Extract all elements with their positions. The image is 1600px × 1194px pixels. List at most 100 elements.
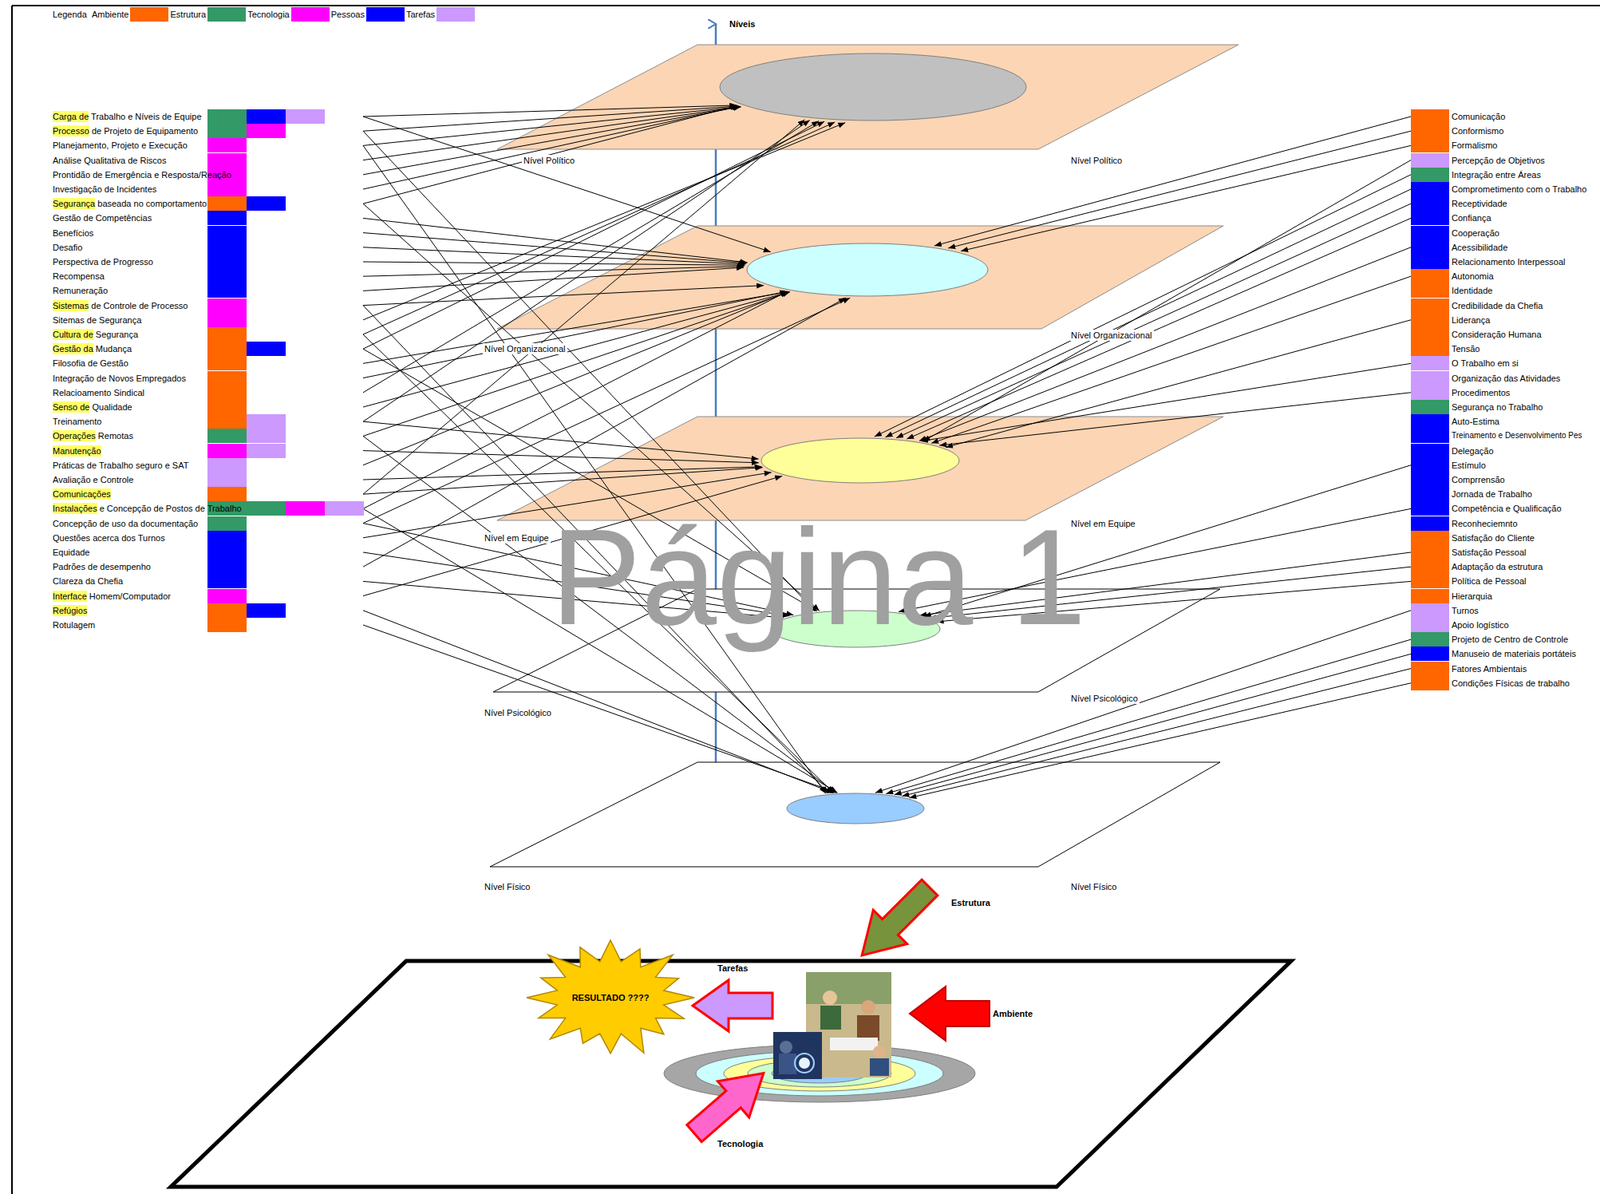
factor-label: Instalações e Concepção de Postos de Tra… [52, 501, 242, 516]
category-cell [1410, 385, 1450, 400]
level-label: Nível em Equipe [482, 532, 551, 544]
category-cell [1410, 153, 1450, 168]
category-cell [1410, 472, 1450, 487]
category-cell [207, 428, 247, 443]
watermark: Página 1 [550, 501, 1087, 653]
legend-label: Pessoas [331, 7, 365, 22]
level-label-holder: Nível Organizacional [1069, 329, 1154, 341]
category-cell [324, 501, 364, 516]
category-cell [246, 501, 286, 516]
level-label-holder: Nível Organizacional [482, 343, 568, 355]
factor-row: Procedimentos [1410, 385, 1514, 400]
factor-label: Avaliação e Controle [52, 472, 134, 487]
category-cell [1410, 138, 1450, 153]
factor-label: Manuseio de materiais portáteis [1451, 646, 1577, 661]
factor-label: Tensão [1451, 341, 1480, 356]
factor-label: Clareza da Chefia [52, 573, 123, 589]
factor-label: Padrões de desempenho [52, 559, 151, 574]
factor-row: Questões acerca dos Turnos [49, 530, 364, 546]
factor-row: Credibilidade da Chefia [1410, 298, 1546, 313]
category-cell [1410, 355, 1450, 371]
factor-row: Benefícios [49, 225, 364, 241]
factor-label: Prontidão de Emergência e Resposta/Reaçã… [52, 167, 232, 182]
factor-label: Questões acerca dos Turnos [52, 530, 166, 546]
category-cell [207, 341, 247, 356]
category-cell [207, 617, 247, 633]
factor-label: Cooperação [1451, 225, 1500, 241]
plane-outline [489, 762, 1221, 867]
factor-label: Comprrensão [1451, 472, 1506, 487]
category-cell [1410, 327, 1450, 342]
category-cell [207, 414, 247, 429]
category-cell [1410, 240, 1450, 255]
factor-row: Práticas de Trabalho seguro e SAT [49, 458, 364, 473]
factor-label: Formalismo [1451, 138, 1498, 153]
factor-row: Prontidão de Emergência e Resposta/Reaçã… [49, 167, 364, 182]
factor-row: Autonomia [1410, 268, 1498, 284]
factor-label: Relacionamento Interpessoal [1451, 254, 1565, 269]
legend-entry: Pessoas [331, 7, 405, 22]
category-cell [1410, 109, 1450, 124]
factor-row: Delegação [1410, 443, 1498, 459]
category-cell [1410, 573, 1450, 589]
factor-row: Segurança no Trabalho [1410, 399, 1546, 415]
tecnologia-arrow [678, 1054, 779, 1152]
factor-row: Liderança [1410, 312, 1494, 328]
factor-label: Receptividade [1451, 196, 1508, 211]
category-cell [1410, 210, 1450, 226]
factor-row: Satisfação do Cliente [1410, 530, 1538, 546]
category-cell [285, 109, 325, 124]
factor-label: Liderança [1451, 312, 1490, 328]
category-cell [1410, 181, 1450, 197]
category-cell [1410, 414, 1450, 429]
factor-label: Percepção de Objetivos [1451, 153, 1545, 168]
category-cell [207, 443, 247, 459]
result-label: RESULTADO ???? [572, 992, 650, 1003]
category-cell [207, 181, 247, 197]
legend-swatch [366, 7, 405, 22]
annotation-label: Ambiente [992, 1006, 1033, 1021]
factor-label: Apoio logístico [1451, 617, 1510, 633]
factor-row: Instalações e Concepção de Postos de Tra… [49, 501, 364, 516]
category-cell [285, 501, 325, 516]
level-label: Nível Psicológico [1069, 692, 1140, 704]
factor-label: Recompensa [52, 268, 105, 284]
factor-label: Cultura de Segurança [52, 327, 139, 342]
factor-label: Carga de Trabalho e Níveis de Equipe [52, 109, 202, 124]
category-cell [1410, 371, 1450, 386]
factor-row: Sitemas de Segurança [49, 312, 364, 328]
category-cell [1410, 254, 1450, 269]
factor-row: Gestão de Competências [49, 210, 364, 226]
annotation-label: Níveis [729, 16, 755, 32]
factor-row: Segurança baseada no comportamento [49, 196, 364, 211]
factor-row: Comunicação [1410, 109, 1509, 124]
legend-swatch [130, 7, 169, 22]
annotation-label: Tecnologia [717, 1136, 763, 1151]
factor-label: Rotulagem [52, 617, 95, 633]
factor-label: Remuneração [52, 283, 108, 298]
annotation-label: Estrutura [951, 895, 991, 910]
level-label-holder: Nível Psicológico [1069, 692, 1140, 704]
category-cell [207, 472, 247, 487]
legend: AmbienteEstruturaTecnologiaPessoasTarefa… [91, 7, 477, 22]
factor-label: Senso de Qualidade [52, 399, 133, 415]
level-plane: Nível OrganizacionalNível Organizacional [497, 225, 1224, 329]
factor-row: Desafio [49, 240, 364, 255]
category-cell [207, 385, 247, 400]
factor-row: Treinamento e Desenvolvimento Pes [1410, 428, 1586, 443]
factor-row: Carga de Trabalho e Níveis de Equipe [49, 109, 364, 124]
category-cell [246, 443, 286, 459]
category-cell [1410, 486, 1450, 502]
factor-label: Reconheciemnto [1451, 516, 1518, 531]
category-cell [207, 210, 247, 226]
factor-row: Concepção de uso da documentação [49, 516, 364, 531]
factor-label: Turnos [1451, 603, 1479, 618]
category-cell [207, 399, 247, 415]
frame-line [11, 5, 13, 1194]
factor-row: Rotulagem [49, 617, 364, 633]
factor-label: Adaptação da estrutura [1451, 559, 1543, 574]
category-cell [246, 196, 286, 211]
result-starburst: RESULTADO ???? [518, 935, 703, 1060]
label-holder: Níveis [729, 16, 755, 32]
legend-label: Ambiente [91, 7, 129, 22]
